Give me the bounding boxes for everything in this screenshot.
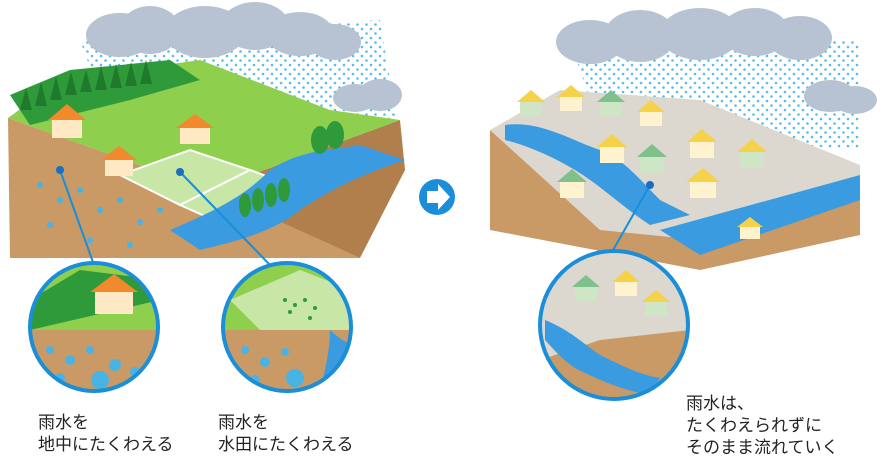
zoom-circle-urban: [538, 249, 690, 401]
soil-right: [490, 130, 860, 270]
connector-line-2: [179, 171, 271, 266]
house-3: [176, 114, 214, 144]
caption-line: たくわえられずに: [686, 416, 822, 436]
caption-line: そのまま流れていく: [686, 438, 839, 458]
cloud-group-left: [86, 2, 402, 112]
caption-ground-storage: 雨水を 地中にたくわえる: [38, 412, 174, 456]
connector-line-1: [59, 169, 95, 266]
right-arrow-icon: [419, 179, 455, 215]
river-right: [660, 175, 860, 255]
connector-line-3: [611, 184, 651, 253]
caption-line: 雨水を: [218, 413, 269, 433]
flood-water: [505, 124, 690, 225]
caption-paddy-storage: 雨水を 水田にたくわえる: [218, 412, 354, 456]
cloud-group-right: [556, 8, 877, 114]
caption-line: 地中にたくわえる: [38, 435, 174, 455]
caption-urban-runoff: 雨水は、 たくわえられずに そのまま流れていく: [686, 393, 839, 459]
zoom-circle-paddy: [221, 261, 353, 393]
urban-landscape: [490, 8, 877, 270]
caption-line: 雨水を: [38, 413, 89, 433]
rural-landscape: [8, 2, 405, 266]
town-houses: [517, 85, 767, 239]
house-1: [48, 104, 86, 138]
forest: [10, 60, 200, 125]
house-2: [101, 146, 137, 176]
zoom-circle-ground: [28, 261, 160, 393]
caption-line: 雨水は、: [686, 394, 754, 414]
caption-line: 水田にたくわえる: [218, 435, 354, 455]
